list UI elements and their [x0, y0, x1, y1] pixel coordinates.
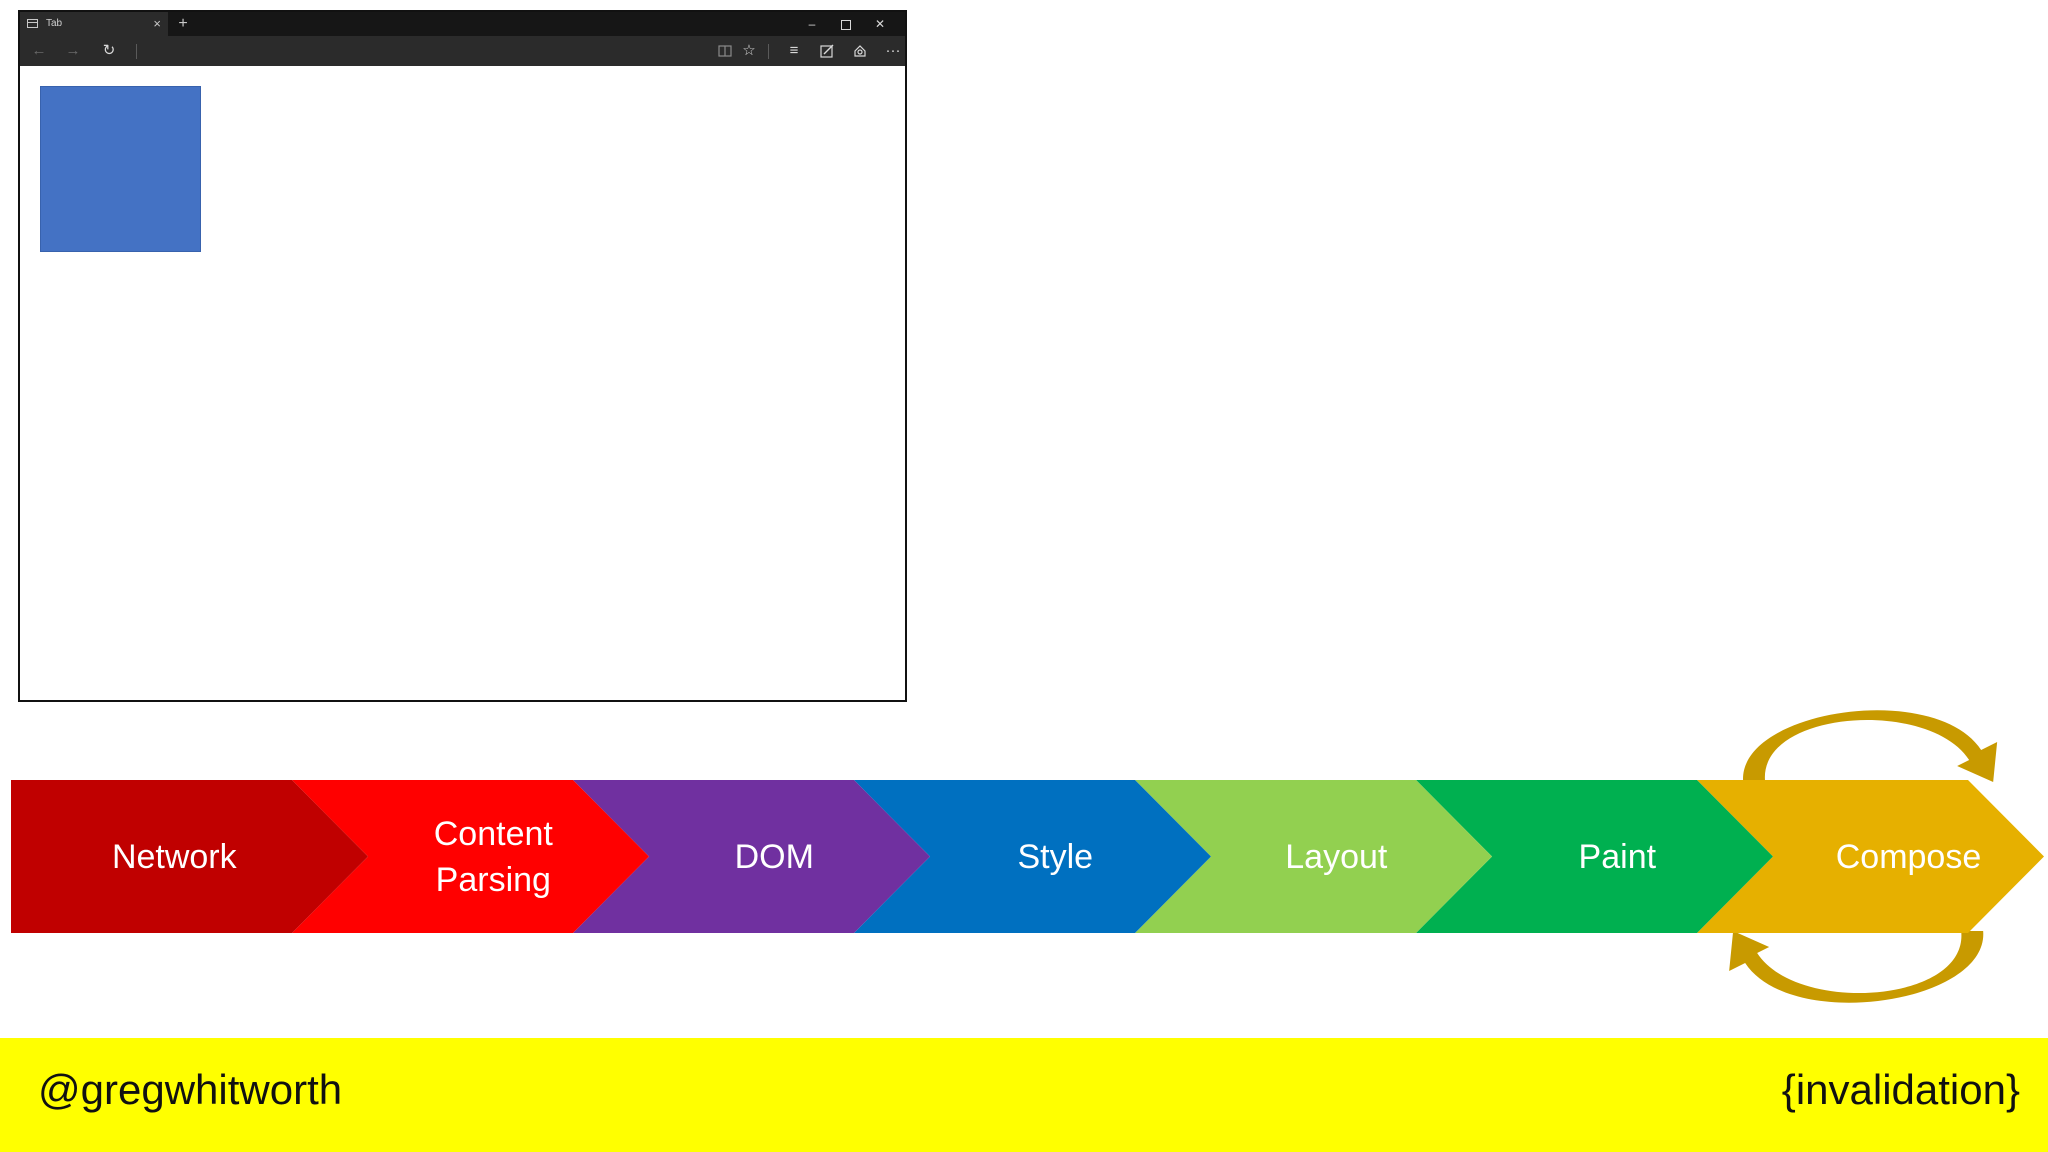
footer-bar: @gregwhitworth {invalidation} [0, 1038, 2048, 1152]
talk-topic: {invalidation} [1781, 1066, 2020, 1113]
tab-title: Tab [46, 18, 63, 29]
stage-chevron-layout [1135, 780, 1492, 933]
stage-label: Style [1017, 837, 1094, 876]
tab-close-icon[interactable]: × [153, 16, 161, 31]
stage-label: Paint [1578, 837, 1657, 876]
stage-chevron-compose [1697, 780, 2044, 933]
stage-label: DOM [734, 837, 814, 876]
minimize-icon[interactable]: – [808, 17, 816, 31]
browser-toolbar: ← → ↻ ☆ ≡ ··· [20, 36, 905, 66]
share-icon[interactable] [847, 36, 873, 66]
toolbar-divider [136, 44, 137, 59]
stage-chevron-content-parsing [292, 780, 649, 933]
hub-icon[interactable]: ≡ [789, 42, 799, 59]
stage-label: Layout [1285, 837, 1388, 876]
stage-chevron-paint [1416, 780, 1773, 933]
loop-arrow-bottom-icon [1729, 931, 1984, 1003]
reading-view-icon[interactable] [712, 36, 738, 66]
content-box [40, 86, 201, 252]
stage-label: Network [111, 837, 237, 876]
browser-titlebar: Tab × + – ✕ [20, 12, 905, 36]
loop-arrow-top-icon [1743, 710, 1998, 782]
window-controls: – ✕ [795, 12, 897, 36]
stage-label: Content Parsing [433, 814, 553, 899]
browser-tab[interactable]: Tab × [20, 12, 168, 36]
favorite-star-icon[interactable]: ☆ [742, 42, 756, 59]
back-icon[interactable]: ← [31, 42, 47, 59]
stage-chevron-network [11, 780, 368, 933]
stage-chevron-dom [573, 780, 930, 933]
author-handle: @gregwhitworth [38, 1066, 343, 1113]
tab-page-icon [27, 19, 38, 28]
toolbar-divider [768, 44, 769, 59]
stage-chevron-style [854, 780, 1211, 933]
web-note-icon[interactable] [814, 36, 840, 66]
forward-icon[interactable]: → [65, 42, 81, 59]
browser-window: Tab × + – ✕ ← → ↻ ☆ ≡ ··· [18, 10, 907, 702]
close-window-icon[interactable]: ✕ [874, 17, 886, 31]
new-tab-button[interactable]: + [178, 15, 188, 32]
stage-label: Compose [1835, 837, 1982, 876]
refresh-icon[interactable]: ↻ [102, 42, 116, 59]
more-icon[interactable]: ··· [885, 42, 901, 59]
